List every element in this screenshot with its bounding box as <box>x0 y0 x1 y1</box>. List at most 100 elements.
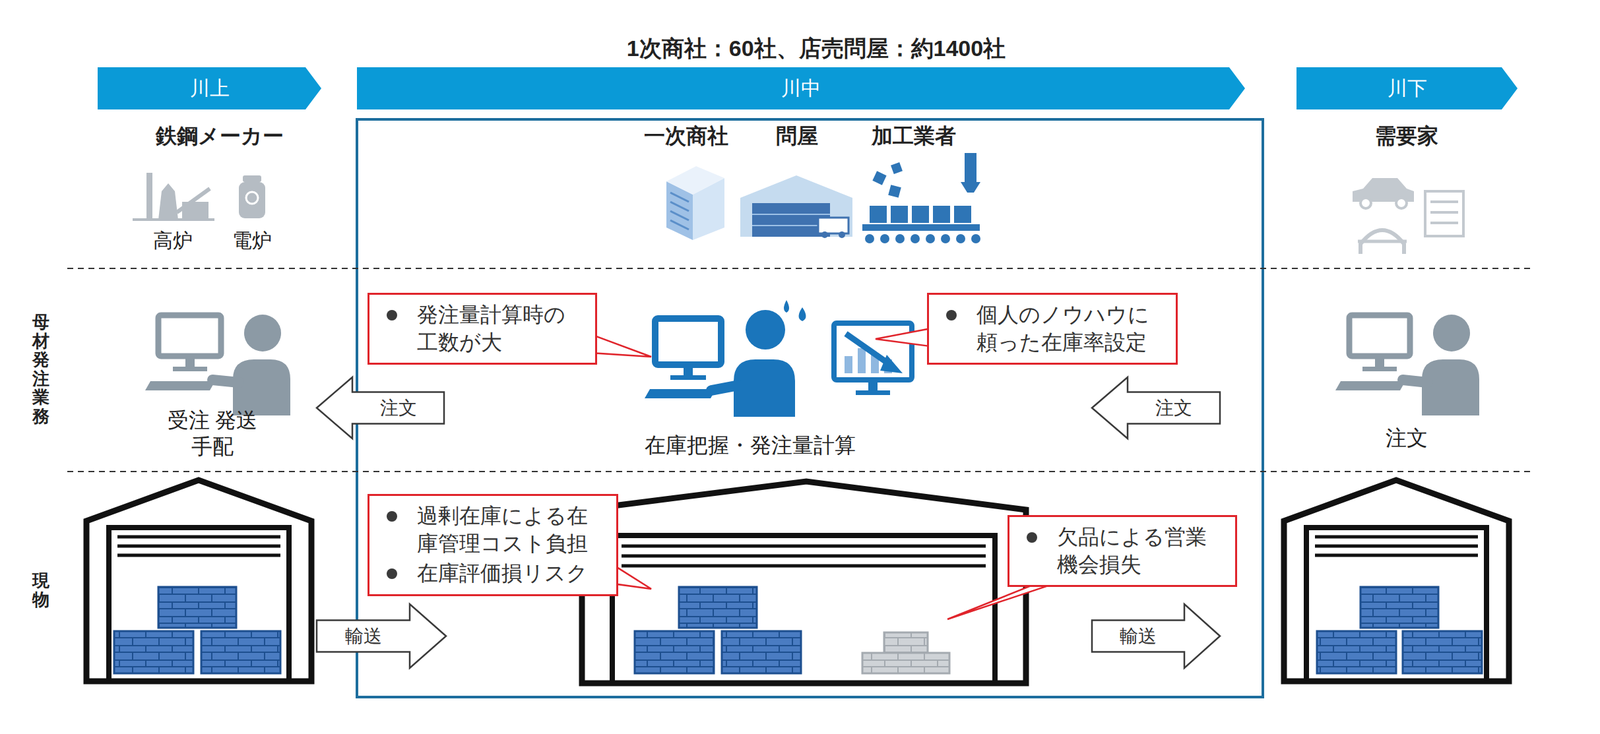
warehouse-icon <box>740 175 853 239</box>
arrow-text-box: 輸送 <box>316 620 410 653</box>
electric-furnace-icon <box>238 182 266 219</box>
warehouse <box>1283 480 1509 682</box>
office-building-icon <box>670 192 689 230</box>
warehouse <box>621 564 986 569</box>
person-icon <box>244 314 282 352</box>
person-icon <box>1402 380 1428 383</box>
arrow-label: 注文 <box>380 397 417 420</box>
blast-furnace-icon <box>132 218 215 222</box>
callout-tail <box>595 329 1049 620</box>
diagram-label: 高炉 <box>153 228 193 254</box>
steel-stock <box>114 631 194 674</box>
callout-text: 在庫評価損リスク <box>416 560 593 588</box>
person-icon <box>1433 314 1471 352</box>
section-divider <box>67 471 1531 473</box>
band-label: 川下 <box>1296 67 1518 110</box>
steel-stock <box>678 587 757 629</box>
customer-icons <box>1425 191 1464 237</box>
callout-tail <box>616 567 652 590</box>
processing-line-icon <box>895 234 905 244</box>
warehouse <box>1314 544 1478 549</box>
stage-band: 川上 <box>97 67 322 110</box>
diagram-label: 需要家 <box>1375 122 1439 150</box>
steel-stock <box>201 631 281 674</box>
warehouse <box>1283 480 1509 682</box>
diagram-label: 加工業者 <box>871 122 957 150</box>
band-label: 川上 <box>97 67 322 110</box>
processing-line-icon <box>940 234 951 244</box>
processing-line-icon <box>911 205 929 224</box>
callout-tail <box>875 329 929 347</box>
person-icon <box>145 314 291 416</box>
blast-furnace-icon <box>132 172 215 222</box>
person-icon <box>172 366 208 372</box>
person-icon <box>1421 359 1480 416</box>
warehouse-icon <box>752 213 831 216</box>
warehouse <box>117 535 281 540</box>
chart-monitor-icon <box>855 390 891 396</box>
customer-icons <box>1430 211 1459 214</box>
planner-icon <box>655 318 722 365</box>
chart-monitor-icon <box>833 323 912 381</box>
steel-stock <box>1360 587 1439 629</box>
stage-band: 川下 <box>1296 67 1518 110</box>
callout-text: 個人のノウハウに頼った在庫率設定 <box>976 301 1152 357</box>
midstream-frame <box>356 119 1263 698</box>
processing-line-icon <box>925 234 935 244</box>
planner-icon <box>644 300 807 417</box>
processing-line-icon <box>964 153 977 183</box>
missing-stock <box>862 653 950 674</box>
planner-icon <box>783 300 790 313</box>
person-icon <box>1362 366 1397 372</box>
steel-stock <box>158 587 237 629</box>
callout-text: 欠品による営業機会損失 <box>1056 523 1212 579</box>
processing-line-icon <box>956 234 966 244</box>
midstream-frame <box>356 119 1263 698</box>
person-icon <box>232 359 291 416</box>
electric-furnace-icon <box>246 192 258 204</box>
warehouse-icon <box>818 217 849 234</box>
issue-callout: 欠品による営業機会損失 <box>1007 515 1238 588</box>
callout-text: 発注量計算時の工数が大 <box>416 301 572 357</box>
processing-line-icon <box>971 234 981 244</box>
person-icon <box>185 356 195 369</box>
issue-callout: 過剰在庫による在庫管理コスト負担在庫評価損リスク <box>367 494 619 597</box>
flow-arrow: 注文 <box>1091 377 1220 439</box>
arrow-outline <box>1091 377 1220 439</box>
issue-callout: 発注量計算時の工数が大 <box>367 292 598 365</box>
processing-line-icon <box>932 205 951 224</box>
person-icon <box>212 380 239 383</box>
chevron-fill <box>356 67 1246 110</box>
arrow-label: 注文 <box>1155 397 1193 420</box>
warehouse-icon <box>821 231 829 239</box>
processing-line-icon <box>890 162 903 175</box>
chart-monitor-icon <box>857 348 866 374</box>
office-building-icon <box>666 166 725 241</box>
processing-line-icon <box>890 205 908 224</box>
person-icon <box>1375 356 1385 369</box>
flow-arrow: 輸送 <box>316 604 447 669</box>
person-icon <box>145 381 216 391</box>
office-building-icon <box>670 211 689 221</box>
warehouse <box>117 544 281 549</box>
warehouse <box>1306 527 1487 682</box>
warehouse-icon <box>740 175 853 237</box>
blast-furnace-icon <box>146 172 153 220</box>
person-icon <box>1335 381 1406 391</box>
customer-icons <box>1396 197 1407 209</box>
planner-icon <box>683 364 693 377</box>
steel-stock <box>1402 631 1482 674</box>
section-divider <box>67 267 1531 270</box>
warehouse <box>621 546 986 567</box>
flow-arrow: 輸送 <box>1091 604 1220 669</box>
arrow-outline <box>1091 604 1220 669</box>
office-building-icon <box>666 166 725 195</box>
band-label: 川中 <box>356 67 1246 110</box>
page-title: 1次商社：60社、店売問屋：約1400社 <box>626 33 1006 64</box>
warehouse <box>1314 554 1478 558</box>
arrow-label: 輸送 <box>1119 625 1157 648</box>
chart-monitor-icon <box>880 354 903 374</box>
chevron-fill <box>97 67 322 110</box>
